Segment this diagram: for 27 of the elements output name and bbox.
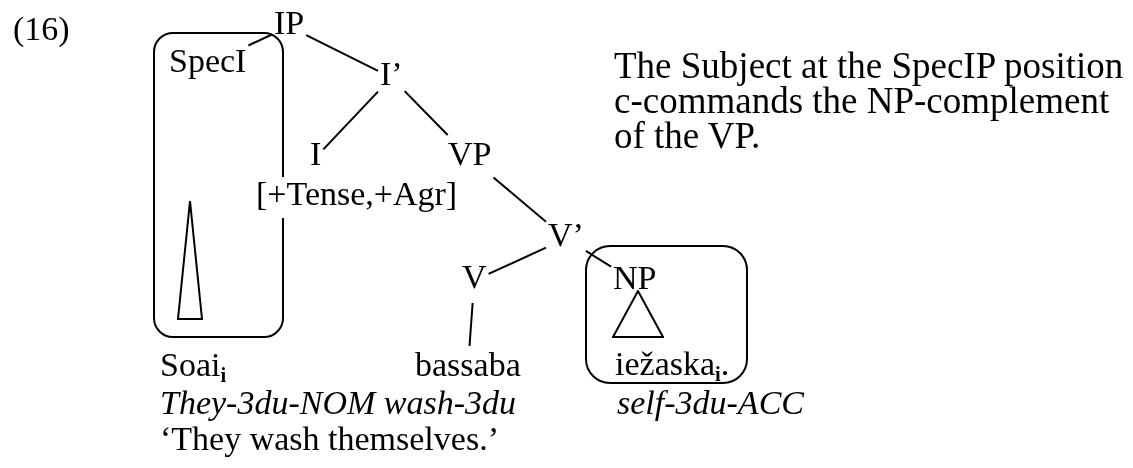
feature-label: [+Tense,+Agr] bbox=[256, 177, 458, 218]
tree-node-label: IP bbox=[274, 6, 305, 47]
gloss-text: self-3du-ACC bbox=[617, 386, 804, 423]
tree-branch bbox=[247, 33, 273, 47]
triangle-mark bbox=[612, 290, 664, 338]
tree-node-label: SpecI bbox=[169, 44, 247, 85]
tree-node-label: VP bbox=[448, 137, 492, 178]
rounded-box bbox=[585, 245, 748, 384]
tree-node-label: V’ bbox=[548, 218, 584, 259]
note-text: The Subject at the SpecIP position c-commands the NP-complement of the VP. bbox=[614, 48, 1125, 158]
tree-node-label: I’ bbox=[380, 57, 403, 98]
tree-branch bbox=[322, 90, 379, 151]
tree-branch bbox=[492, 176, 547, 223]
gloss-text: They-3du-NOM wash-3du bbox=[160, 386, 517, 423]
word-label: Soai$_{i}$ bbox=[160, 348, 227, 389]
tree-node-label: NP bbox=[613, 261, 657, 302]
tree-node-label: iežaska$_{i}$. bbox=[615, 347, 730, 388]
tree-branch bbox=[403, 90, 449, 136]
tree-branch bbox=[487, 246, 547, 275]
tree-branch bbox=[305, 34, 379, 72]
tree-node-label: bassaba bbox=[415, 348, 521, 389]
triangle-mark bbox=[177, 200, 203, 320]
tree-node-label: I bbox=[310, 137, 322, 178]
tree-branch bbox=[468, 302, 474, 347]
example-number: (16) bbox=[13, 12, 70, 49]
translation-text: ‘They wash themselves.’ bbox=[160, 422, 499, 459]
tree-node-label: V bbox=[462, 260, 487, 301]
